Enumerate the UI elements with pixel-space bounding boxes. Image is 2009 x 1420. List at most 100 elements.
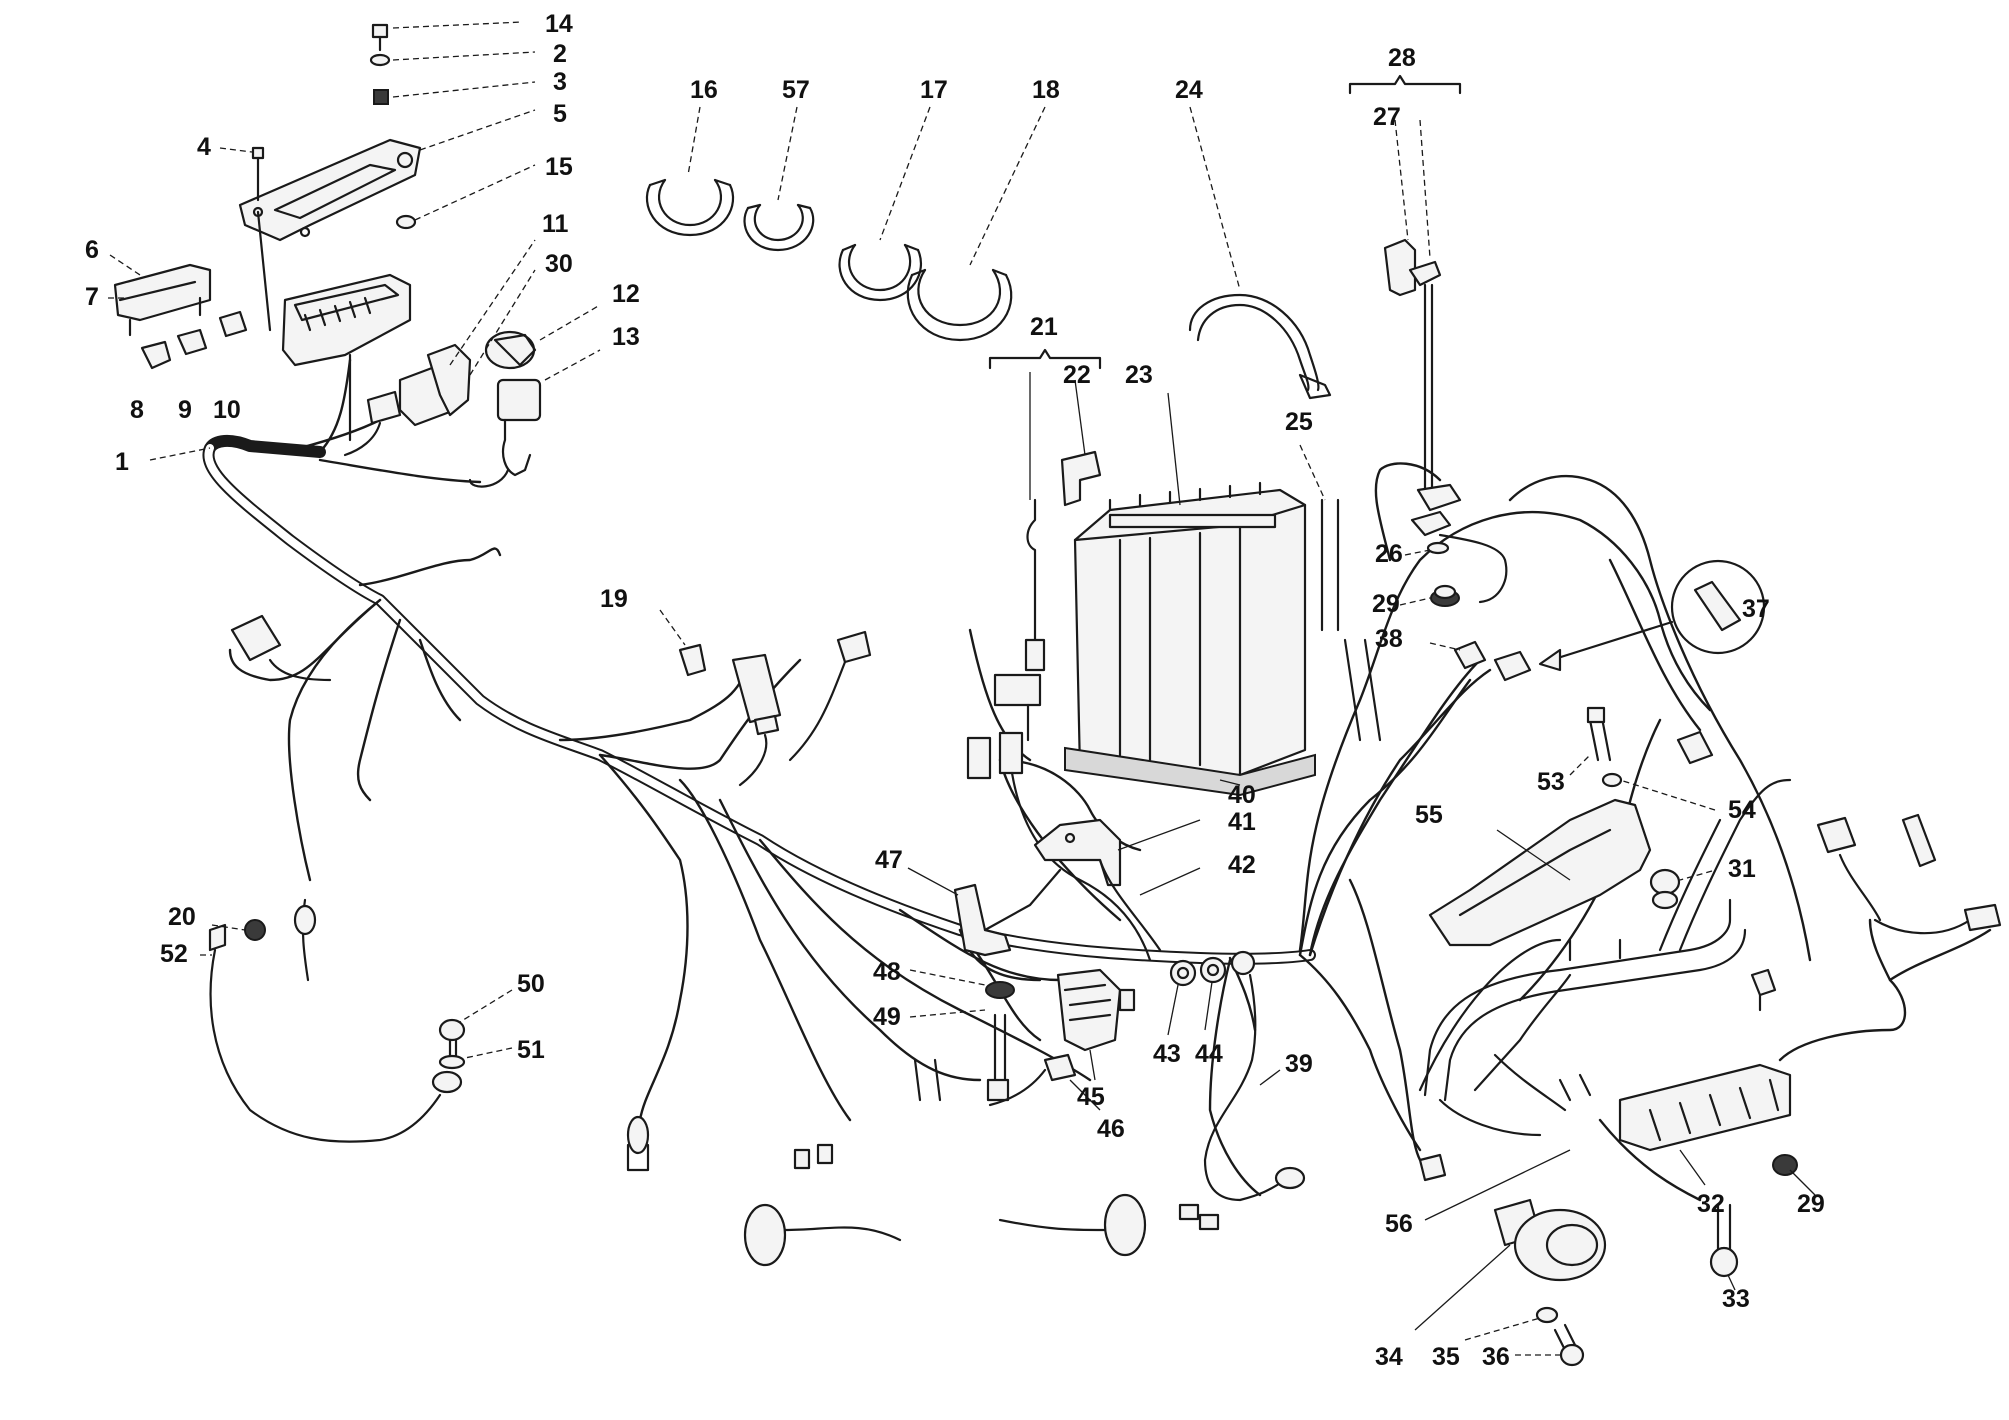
callout-6: 6 bbox=[85, 236, 99, 264]
sensor-connector-lower bbox=[626, 1115, 650, 1172]
callout-4: 4 bbox=[197, 133, 211, 161]
callout-8: 8 bbox=[130, 396, 144, 424]
battery bbox=[1073, 481, 1307, 777]
battery-rubber-pad-40 bbox=[1064, 746, 1316, 797]
terminal-26 bbox=[1410, 510, 1508, 604]
callout-24: 24 bbox=[1175, 76, 1203, 104]
connector-left-ground bbox=[293, 898, 317, 982]
connector-left-upper bbox=[230, 614, 332, 682]
callout-18: 18 bbox=[1032, 76, 1060, 104]
callout-30: 30 bbox=[545, 250, 573, 278]
callout-21: 21 bbox=[1030, 313, 1058, 341]
ground-lead-52 bbox=[208, 923, 463, 1143]
connector-46 bbox=[988, 1053, 1077, 1107]
callout-labels: 14 2 3 5 4 15 6 7 11 30 12 13 8 9 10 1 1… bbox=[85, 10, 1825, 1371]
bracket-55 bbox=[1428, 798, 1652, 947]
callout-28: 28 bbox=[1388, 44, 1416, 72]
screws-top-left bbox=[251, 23, 417, 230]
callout-38: 38 bbox=[1375, 625, 1403, 653]
callout-27: 27 bbox=[1373, 103, 1401, 131]
connectors-battery-side bbox=[966, 731, 1152, 962]
screw-33 bbox=[1709, 1203, 1739, 1278]
callout-44: 44 bbox=[1195, 1040, 1223, 1068]
callout-13: 13 bbox=[612, 323, 640, 351]
battery-positive-lead bbox=[1383, 238, 1462, 512]
callout-29-top: 29 bbox=[1372, 590, 1400, 618]
callout-3: 3 bbox=[553, 68, 567, 96]
fuse-cover bbox=[113, 263, 212, 337]
callout-1: 1 bbox=[115, 448, 129, 476]
connector-right-far bbox=[1816, 813, 2002, 935]
washer-35-screw-36 bbox=[1535, 1306, 1585, 1367]
bracket-47 bbox=[953, 868, 1062, 957]
callout-45: 45 bbox=[1077, 1083, 1105, 1111]
callout-47: 47 bbox=[875, 846, 903, 874]
callout-55: 55 bbox=[1415, 801, 1443, 829]
group-bracket-28 bbox=[1348, 74, 1462, 95]
regulator-32 bbox=[1618, 1063, 1792, 1152]
callout-29-bottom: 29 bbox=[1797, 1190, 1825, 1218]
callout-11: 11 bbox=[542, 210, 569, 238]
callout-48: 48 bbox=[873, 958, 901, 986]
group-bracket-21 bbox=[988, 348, 1102, 370]
callout-5: 5 bbox=[553, 100, 567, 128]
cable-clamp-18 bbox=[906, 268, 1013, 342]
callout-40: 40 bbox=[1228, 781, 1256, 809]
frame-tubes bbox=[1418, 778, 1792, 1137]
callout-19: 19 bbox=[600, 585, 628, 613]
callout-15: 15 bbox=[545, 153, 573, 181]
callout-56: 56 bbox=[1385, 1210, 1413, 1238]
fuse-box bbox=[281, 273, 412, 442]
callout-46: 46 bbox=[1097, 1115, 1125, 1143]
cable-clamp-57 bbox=[743, 203, 815, 252]
callout-54: 54 bbox=[1728, 796, 1756, 824]
connector-plug-center bbox=[731, 630, 872, 787]
relay-socket bbox=[343, 343, 472, 457]
nut-29-top bbox=[1430, 584, 1460, 607]
callout-33: 33 bbox=[1722, 1285, 1750, 1313]
battery-strap-24 bbox=[1188, 293, 1332, 400]
fuse-holder-bracket bbox=[238, 138, 422, 332]
callout-42: 42 bbox=[1228, 851, 1256, 879]
callout-9: 9 bbox=[178, 396, 192, 424]
callout-31: 31 bbox=[1728, 855, 1756, 883]
callout-43: 43 bbox=[1153, 1040, 1181, 1068]
callout-23: 23 bbox=[1125, 361, 1153, 389]
callout-36: 36 bbox=[1482, 1343, 1510, 1371]
connector-38 bbox=[1453, 640, 1532, 682]
cable-clamp-17 bbox=[838, 243, 923, 302]
main-wiring-harness bbox=[202, 358, 1992, 1202]
callout-12: 12 bbox=[612, 280, 640, 308]
callout-49: 49 bbox=[873, 1003, 901, 1031]
callout-7: 7 bbox=[85, 283, 99, 311]
bracket-41 bbox=[1033, 818, 1162, 952]
detail-circle-37 bbox=[1538, 559, 1766, 672]
cable-clamp-16 bbox=[645, 178, 735, 237]
relay bbox=[468, 378, 542, 488]
washer-48-bolt-49 bbox=[985, 981, 1015, 1102]
lower-sensor-connectors bbox=[743, 1058, 1220, 1267]
callout-2: 2 bbox=[553, 40, 567, 68]
relay-holder-12 bbox=[484, 330, 537, 370]
callout-39: 39 bbox=[1285, 1050, 1313, 1078]
callout-10: 10 bbox=[213, 396, 241, 424]
callout-34: 34 bbox=[1375, 1343, 1403, 1371]
nut-20 bbox=[244, 919, 266, 941]
callout-26: 26 bbox=[1375, 540, 1403, 568]
callout-53: 53 bbox=[1537, 768, 1565, 796]
grommets-43-44 bbox=[1169, 950, 1306, 1202]
switch-45 bbox=[1056, 968, 1136, 1052]
vent-tube-25 bbox=[1320, 498, 1382, 742]
callout-17: 17 bbox=[920, 76, 948, 104]
connector-19 bbox=[678, 643, 707, 677]
callout-41: 41 bbox=[1228, 808, 1256, 836]
callout-20: 20 bbox=[168, 903, 196, 931]
connector-lower-right bbox=[1418, 1153, 1447, 1182]
bolt-50-washer-51 bbox=[438, 1018, 466, 1070]
spacer-31 bbox=[1649, 868, 1681, 910]
callout-51: 51 bbox=[517, 1036, 545, 1064]
callout-57: 57 bbox=[782, 76, 810, 104]
callout-14: 14 bbox=[545, 10, 573, 38]
callout-32: 32 bbox=[1697, 1190, 1725, 1218]
